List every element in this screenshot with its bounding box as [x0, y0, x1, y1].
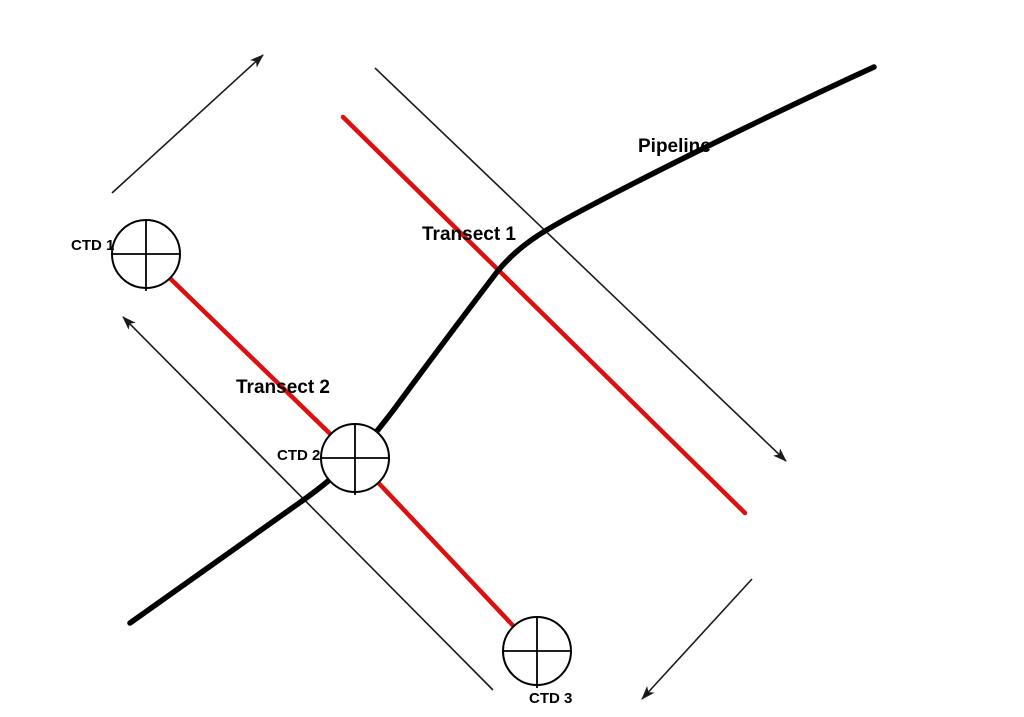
- transect-2-label: Transect 2: [236, 377, 330, 398]
- transect-1-line: [340, 114, 748, 516]
- ctd-1-station: [111, 219, 181, 291]
- transect-1-direction-arrow: [374, 67, 787, 462]
- transect-2-direction-arrow: [122, 316, 494, 691]
- ctd-1-label: CTD 1: [71, 237, 114, 254]
- upper-left-direction-arrow: [111, 54, 264, 194]
- pipeline-label: Pipeline: [638, 136, 711, 157]
- ctd-2-station: [320, 423, 390, 495]
- transect-2-line-lower: [352, 455, 540, 654]
- ctd-2-label: CTD 2: [277, 447, 320, 464]
- transect-1-label: Transect 1: [422, 224, 516, 245]
- transect-2-line-upper: [143, 252, 358, 461]
- lower-right-direction-arrow: [641, 578, 753, 700]
- ctd-3-station: [502, 616, 572, 688]
- ctd-3-label: CTD 3: [529, 690, 572, 707]
